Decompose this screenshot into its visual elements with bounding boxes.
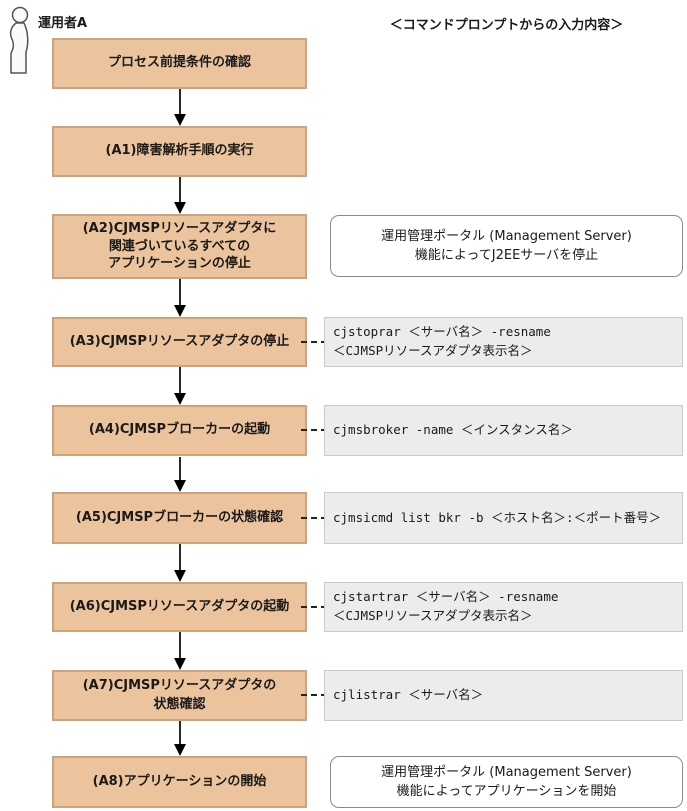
command-a5: cjmsicmd list bkr -b ＜ホスト名＞:＜ポート番号＞ [324, 492, 683, 544]
step-a6: (A6)CJMSPリソースアダプタの起動 [52, 582, 307, 632]
step-a7: (A7)CJMSPリソースアダプタの 状態確認 [52, 670, 307, 721]
step-a4: (A4)CJMSPブローカーの起動 [52, 405, 307, 456]
dashed-connector [301, 694, 327, 696]
step-a1: (A1)障害解析手順の実行 [52, 126, 307, 177]
arrow-down-icon [173, 89, 187, 126]
command-a3: cjstoprar ＜サーバ名＞ -resname ＜CJMSPリソースアダプタ… [324, 317, 683, 367]
arrow-down-icon [173, 367, 187, 405]
command-a4: cjmsbroker -name ＜インスタンス名＞ [324, 405, 683, 456]
actor-label: 運用者A [38, 16, 88, 31]
arrow-down-icon [173, 279, 187, 317]
arrow-down-icon [173, 544, 187, 582]
step-a3: (A3)CJMSPリソースアダプタの停止 [52, 317, 307, 367]
person-icon [9, 6, 29, 74]
dashed-connector [301, 517, 327, 519]
arrow-down-icon [173, 457, 187, 492]
note-a8: 運用管理ポータル (Management Server) 機能によってアプリケー… [330, 756, 683, 808]
command-a7: cjlistrar ＜サーバ名＞ [324, 670, 683, 721]
dashed-connector [301, 606, 327, 608]
step-start: プロセス前提条件の確認 [52, 38, 307, 89]
step-a5: (A5)CJMSPブローカーの状態確認 [52, 492, 307, 544]
dashed-connector [301, 341, 327, 343]
arrow-down-icon [173, 632, 187, 670]
command-column-header: ＜コマンドプロンプトからの入力内容＞ [389, 18, 624, 33]
arrow-down-icon [173, 177, 187, 214]
step-a8: (A8)アプリケーションの開始 [52, 756, 307, 808]
command-a6: cjstartrar ＜サーバ名＞ -resname ＜CJMSPリソースアダプ… [324, 582, 683, 632]
dashed-connector [301, 429, 327, 431]
step-a2: (A2)CJMSPリソースアダプタに 関連づいているすべての アプリケーションの… [52, 214, 307, 279]
arrow-down-icon [173, 721, 187, 756]
note-a2: 運用管理ポータル (Management Server) 機能によってJ2EEサ… [330, 215, 683, 277]
